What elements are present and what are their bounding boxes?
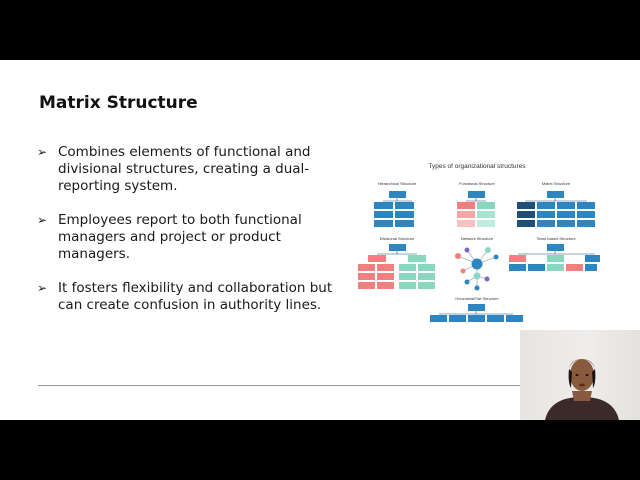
bullet-item: ➢ Combines elements of functional and div… [37,144,337,195]
label-team: Team-based Structure [536,236,576,241]
divider-line [38,385,538,386]
webcam-overlay [520,330,640,420]
slide: Matrix Structure ➢ Combines elements of f… [0,60,640,420]
arrow-bullet-icon: ➢ [37,281,48,295]
label-flat: Horizontal/Flat Structure [455,296,499,301]
network-chart [455,247,499,291]
functional-chart [457,191,495,227]
label-functional: Functional Structure [459,181,496,186]
bullet-text: Combines elements of functional and divi… [58,144,311,194]
bullet-text: Employees report to both functional mana… [58,212,302,262]
flat-chart [430,304,523,322]
label-network: Network Structure [461,236,494,241]
divisional-chart [358,244,435,289]
bullet-list: ➢ Combines elements of functional and div… [37,144,337,331]
bullet-item: ➢ Employees report to both functional man… [37,212,337,263]
presenter-avatar [545,359,619,420]
label-divisional: Divisional Structure [380,236,415,241]
matrix-chart [517,191,595,227]
team-based-chart [509,244,602,271]
hierarchical-chart [374,191,414,227]
bullet-item: ➢ It fosters flexibility and collaboratio… [37,280,337,314]
org-structures-diagram: Types of organizational structures Hiera… [355,158,602,328]
diagram-title: Types of organizational structures [428,163,526,170]
label-matrix: Matrix Structure [542,181,571,186]
arrow-bullet-icon: ➢ [37,213,48,227]
slide-title: Matrix Structure [39,93,198,113]
label-hierarchical: Hierarchical Structure [378,181,417,186]
arrow-bullet-icon: ➢ [37,145,48,159]
bullet-text: It fosters flexibility and collaboration… [58,280,333,313]
